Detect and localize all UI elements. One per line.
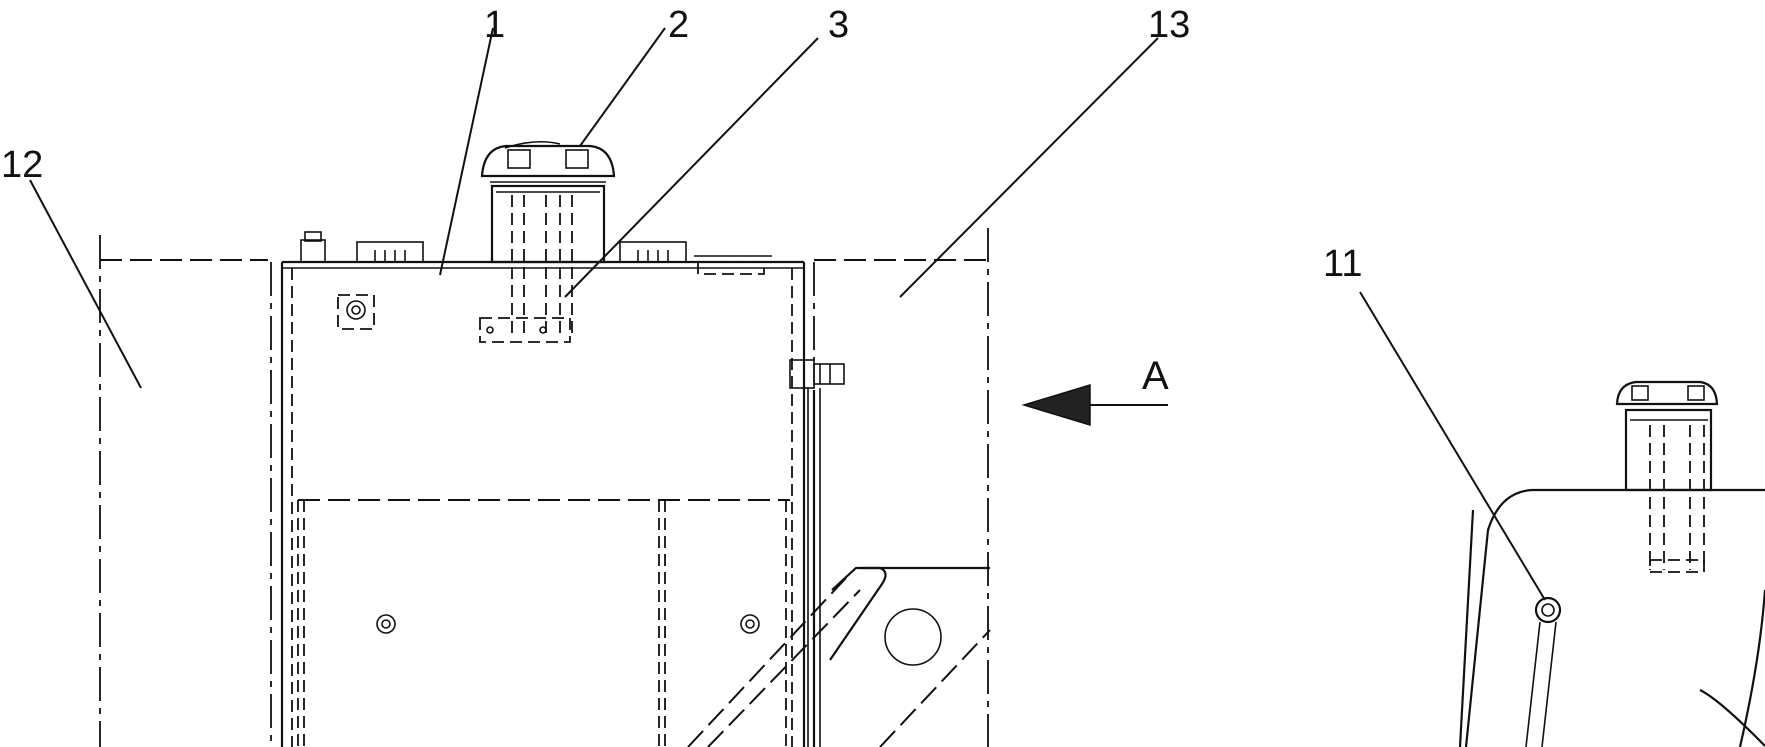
callout-11: 11	[1323, 243, 1362, 285]
filler-neck	[479, 184, 606, 343]
boss-fitting-right	[740, 614, 760, 634]
view-a-arrow	[1021, 383, 1168, 427]
filler-cap	[480, 140, 616, 183]
callout-2: 2	[668, 4, 689, 46]
top-fittings	[300, 231, 772, 275]
boss-fitting-upper	[337, 294, 375, 330]
boss-fitting-left	[376, 614, 396, 634]
callout-12: 12	[1, 144, 43, 186]
leader-lines	[29, 27, 1546, 601]
side-level-gauge	[789, 359, 845, 747]
detail-view-tank	[1458, 380, 1765, 747]
callout-1: 1	[484, 4, 505, 46]
adjacent-component-right-outline	[687, 228, 991, 747]
callout-13: 13	[1148, 4, 1190, 46]
callout-3: 3	[828, 4, 849, 46]
view-a-label: A	[1142, 354, 1169, 398]
tank-body	[280, 260, 806, 747]
adjacent-component-left-outline	[99, 235, 272, 747]
